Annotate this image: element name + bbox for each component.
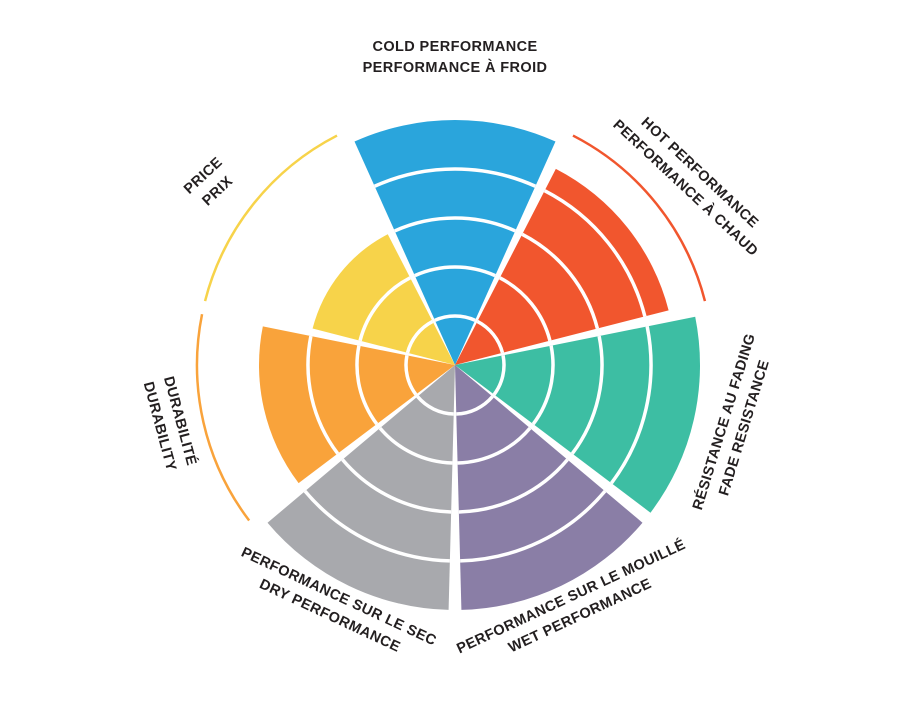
ring-separator-cold (373, 167, 537, 188)
ring-separator-cold (414, 265, 496, 278)
ring-separator-hot (521, 232, 600, 329)
ring-separator-price (358, 276, 411, 342)
ring-separator-durability (306, 335, 340, 455)
sector-wedge-fade (455, 316, 700, 513)
ring-separator-dry (416, 395, 454, 416)
ring-separator-hot (476, 319, 505, 354)
ring-separator-durability (355, 345, 379, 426)
ring-separator-dry (341, 458, 452, 514)
ring-separator-wet (460, 490, 607, 563)
sector-label-cold: COLD PERFORMANCE PERFORMANCE À FROID (363, 37, 548, 79)
sector-label-line: PERFORMANCE À FROID (362, 60, 548, 76)
ring-separator-fade (609, 326, 653, 485)
ring-separator-fade (531, 345, 555, 426)
sector-wedge-hot (455, 168, 669, 365)
ring-separator-fade (492, 355, 506, 396)
ring-separator-wet (456, 395, 494, 416)
ring-separator-hot (543, 189, 647, 317)
ring-separator-durability (404, 355, 418, 396)
sector-wedge-dry (267, 365, 455, 610)
ring-separator-cold (393, 216, 517, 233)
ring-separator-dry (303, 490, 450, 563)
ring-separator-wet (458, 458, 569, 514)
sector-wedge-wet (455, 365, 643, 610)
ring-separator-dry (378, 426, 453, 465)
ring-separator-fade (570, 335, 604, 455)
sector-label-line: COLD PERFORMANCE (372, 39, 538, 55)
max-ring-arc-price (203, 134, 338, 302)
ring-separator-cold (434, 314, 476, 322)
ring-separator-wet (457, 426, 532, 465)
sector-wedge-cold (354, 120, 556, 365)
ring-separator-hot (499, 276, 552, 342)
max-ring-arc-durability (195, 313, 251, 522)
ring-separator-price (405, 319, 434, 354)
max-ring-arc-hot (572, 134, 707, 302)
